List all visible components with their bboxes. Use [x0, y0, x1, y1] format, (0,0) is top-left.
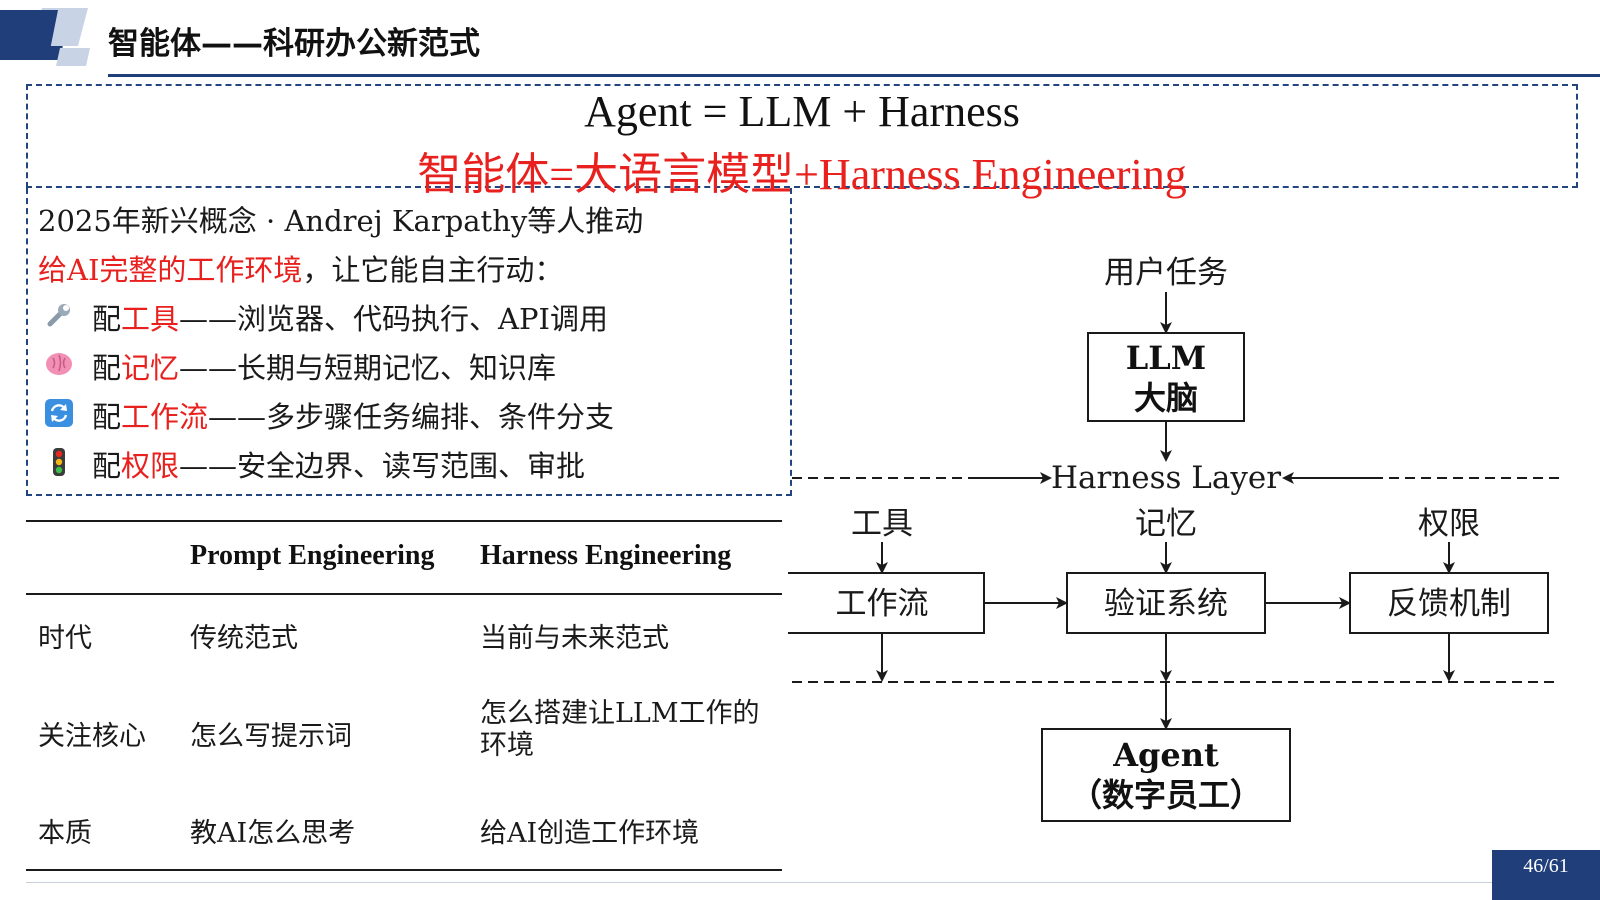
table-cell-row2-label: 关注核心	[38, 721, 146, 752]
wrench-icon	[47, 304, 70, 327]
concept-intro: 2025年新兴概念 · Andrej Karpathy等人推动	[38, 204, 644, 238]
page-number: 46/61	[1492, 850, 1600, 900]
input-label-permissions: 权限	[1418, 506, 1480, 542]
module-label-verification: 验证系统	[1104, 586, 1228, 622]
formula-box	[26, 84, 1578, 188]
table-header-rule	[26, 593, 782, 595]
concept-lead: 给AI完整的工作环境，让它能自主行动：	[38, 247, 563, 289]
refresh-icon	[45, 399, 73, 427]
table-cell-row3-label: 本质	[38, 818, 92, 849]
input-label-tools: 工具	[851, 506, 913, 542]
user-task-label: 用户任务	[1104, 255, 1228, 291]
slide-title: 智能体——科研办公新范式	[108, 26, 480, 62]
table-top-rule	[26, 520, 782, 522]
table-cell-row1-label: 时代	[38, 623, 92, 654]
module-label-workflow: 工作流	[836, 586, 929, 622]
table-cell-row3-harness: 给AI创造工作环境	[480, 818, 700, 849]
table-header-harness: Harness Engineering	[480, 540, 732, 571]
input-label-memory: 记忆	[1135, 506, 1197, 542]
table-cell-row1-prompt: 传统范式	[190, 623, 298, 654]
harness-architecture-diagram: 用户任务 LLM 大脑 Harness Layer 工具 记忆 权限 工作流 验…	[788, 255, 1560, 822]
concept-box	[26, 188, 792, 496]
table-cell-row3-prompt: 教AI怎么思考	[190, 818, 356, 849]
table-bottom-rule	[26, 869, 782, 871]
llm-box-title: LLM	[1126, 339, 1206, 377]
agent-box-title: Agent	[1112, 736, 1219, 774]
table-cell-row2-prompt: 怎么写提示词	[190, 721, 352, 752]
module-box-workflow	[788, 572, 985, 634]
traffic-light-icon	[53, 448, 65, 476]
table-header-prompt: Prompt Engineering	[190, 540, 435, 571]
brand-logo-icon	[0, 8, 90, 66]
agent-box	[1041, 728, 1291, 822]
formula-chinese: 智能体=大语言模型+Harness Engineering	[417, 150, 1187, 199]
table-cell-row1-harness: 当前与未来范式	[480, 623, 669, 654]
concept-lead-rest: ，让它能自主行动：	[302, 253, 564, 287]
module-box-feedback	[1349, 572, 1549, 634]
llm-box-subtitle: 大脑	[1134, 379, 1198, 417]
module-label-feedback: 反馈机制	[1387, 586, 1511, 622]
concept-item-workflow: 配工作流——多步骤任务编排、条件分支	[92, 400, 615, 434]
concept-lead-highlight: 给AI完整的工作环境	[38, 253, 303, 287]
concept-item-permissions: 配权限——安全边界、读写范围、审批	[92, 449, 586, 483]
title-underline	[108, 74, 1600, 77]
brain-icon	[46, 353, 72, 375]
agent-box-subtitle: （数字员工）	[1070, 776, 1262, 814]
footer-rule	[26, 882, 1492, 883]
concept-item-tools: 配工具——浏览器、代码执行、API调用	[92, 302, 608, 336]
formula-english: Agent = LLM + Harness	[584, 87, 1020, 136]
harness-layer-label: Harness Layer	[1051, 460, 1281, 496]
table-cell-row2-harness: 怎么搭建让LLM工作的环境	[480, 698, 760, 761]
concept-item-memory: 配记忆——长期与短期记忆、知识库	[92, 351, 557, 385]
